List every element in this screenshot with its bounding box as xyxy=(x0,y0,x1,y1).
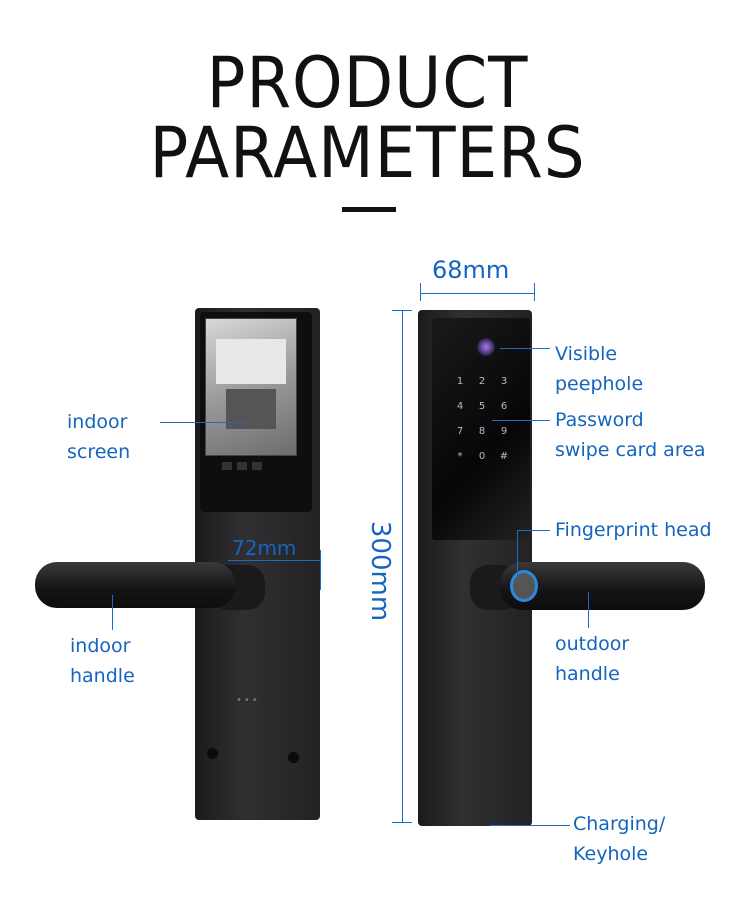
height-dimension: 300mm xyxy=(365,520,395,622)
label-line: Charging/ xyxy=(573,813,666,835)
key-9[interactable]: 9 xyxy=(500,426,508,437)
keypad-panel: 1 2 3 4 5 6 7 8 9 * 0 # xyxy=(432,318,530,540)
key-0[interactable]: 0 xyxy=(478,451,486,462)
label-password-area: Password swipe card area xyxy=(555,405,706,465)
screw-hole xyxy=(207,748,218,759)
label-line: peephole xyxy=(555,373,644,395)
screen-buttons xyxy=(222,462,264,470)
leader-line xyxy=(160,422,245,423)
label-line: screen xyxy=(67,441,131,463)
handle-offset-dimension: 72mm xyxy=(232,536,297,560)
leader-line xyxy=(517,530,550,531)
dimension-tick xyxy=(534,283,535,301)
label-visible-peephole: Visible peephole xyxy=(555,339,643,399)
label-line: indoor xyxy=(70,635,131,657)
width-dimension: 68mm xyxy=(432,256,510,284)
label-line: Password xyxy=(555,409,644,431)
leader-line xyxy=(588,592,589,628)
key-6[interactable]: 6 xyxy=(500,401,508,412)
title-line-1: PRODUCT xyxy=(206,42,529,124)
indoor-screen xyxy=(205,318,297,456)
key-4[interactable]: 4 xyxy=(456,401,464,412)
dimension-tick xyxy=(320,550,321,590)
indicator-dots: ••• xyxy=(236,695,260,706)
label-line: handle xyxy=(555,663,620,685)
key-3[interactable]: 3 xyxy=(500,376,508,387)
key-7[interactable]: 7 xyxy=(456,426,464,437)
key-5[interactable]: 5 xyxy=(478,401,486,412)
label-line: Keyhole xyxy=(573,843,649,865)
title-underline xyxy=(342,207,396,212)
leader-line xyxy=(500,348,550,349)
leader-line xyxy=(492,420,550,421)
key-2[interactable]: 2 xyxy=(478,376,486,387)
dimension-line xyxy=(420,293,535,294)
label-line: handle xyxy=(70,665,135,687)
dimension-tick xyxy=(420,283,421,301)
key-8[interactable]: 8 xyxy=(478,426,486,437)
key-hash[interactable]: # xyxy=(499,451,509,462)
label-indoor-handle: indoor handle xyxy=(70,631,135,691)
screen-image-room xyxy=(226,389,276,429)
screen-image-wall xyxy=(216,339,286,384)
key-1[interactable]: 1 xyxy=(456,376,464,387)
screw-hole xyxy=(288,752,299,763)
title-line-2: PARAMETERS xyxy=(149,112,586,194)
keypad: 1 2 3 4 5 6 7 8 9 * 0 # xyxy=(450,376,520,462)
fingerprint-sensor xyxy=(510,570,538,602)
leader-line xyxy=(490,825,570,826)
label-outdoor-handle: outdoor handle xyxy=(555,629,629,689)
label-line: Visible xyxy=(555,343,618,365)
dimension-tick xyxy=(392,310,412,311)
label-line: indoor xyxy=(67,411,128,433)
label-line: swipe card area xyxy=(555,439,706,461)
key-star[interactable]: * xyxy=(457,451,463,462)
leader-line xyxy=(517,530,518,580)
label-line: outdoor xyxy=(555,633,630,655)
label-fingerprint-head: Fingerprint head xyxy=(555,519,712,541)
peephole-camera xyxy=(477,338,495,356)
dimension-tick xyxy=(392,822,412,823)
label-charging-keyhole: Charging/Keyhole xyxy=(573,809,665,869)
leader-line xyxy=(112,595,113,630)
dimension-line xyxy=(402,310,403,822)
dimension-line xyxy=(228,560,320,561)
indoor-handle xyxy=(35,562,235,608)
label-indoor-screen: indoor screen xyxy=(67,407,130,467)
